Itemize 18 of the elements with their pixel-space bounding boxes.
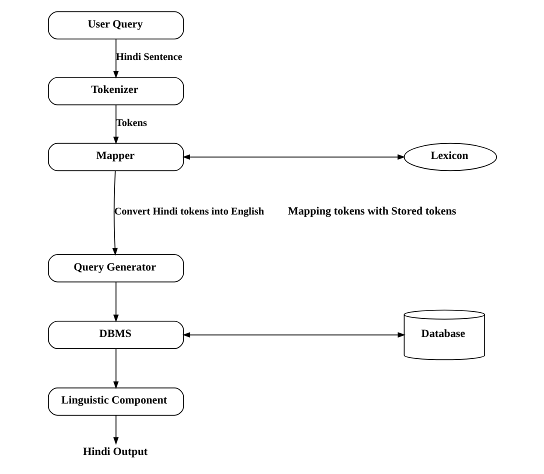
arrow xyxy=(112,38,118,79)
arrow xyxy=(182,154,405,160)
edge-label: Convert Hindi tokens into English xyxy=(114,206,264,218)
arrow xyxy=(112,415,118,445)
arrow xyxy=(112,170,118,256)
node-box: Tokenizer xyxy=(48,77,184,106)
node-box: Mapper xyxy=(48,142,184,172)
arrow xyxy=(112,282,118,322)
arrow xyxy=(112,104,118,145)
label: Mapping tokens with Stored tokens xyxy=(287,206,456,218)
node-ellipse: Lexicon xyxy=(403,142,496,172)
node-box: Linguistic Component xyxy=(48,388,184,416)
arrow xyxy=(182,332,405,338)
node-box: Query Generator xyxy=(48,254,184,282)
node-text: Hindi Output xyxy=(82,446,148,458)
node-box: DBMS xyxy=(48,320,184,350)
arrow xyxy=(112,348,118,390)
node-box: User Query xyxy=(48,11,184,40)
